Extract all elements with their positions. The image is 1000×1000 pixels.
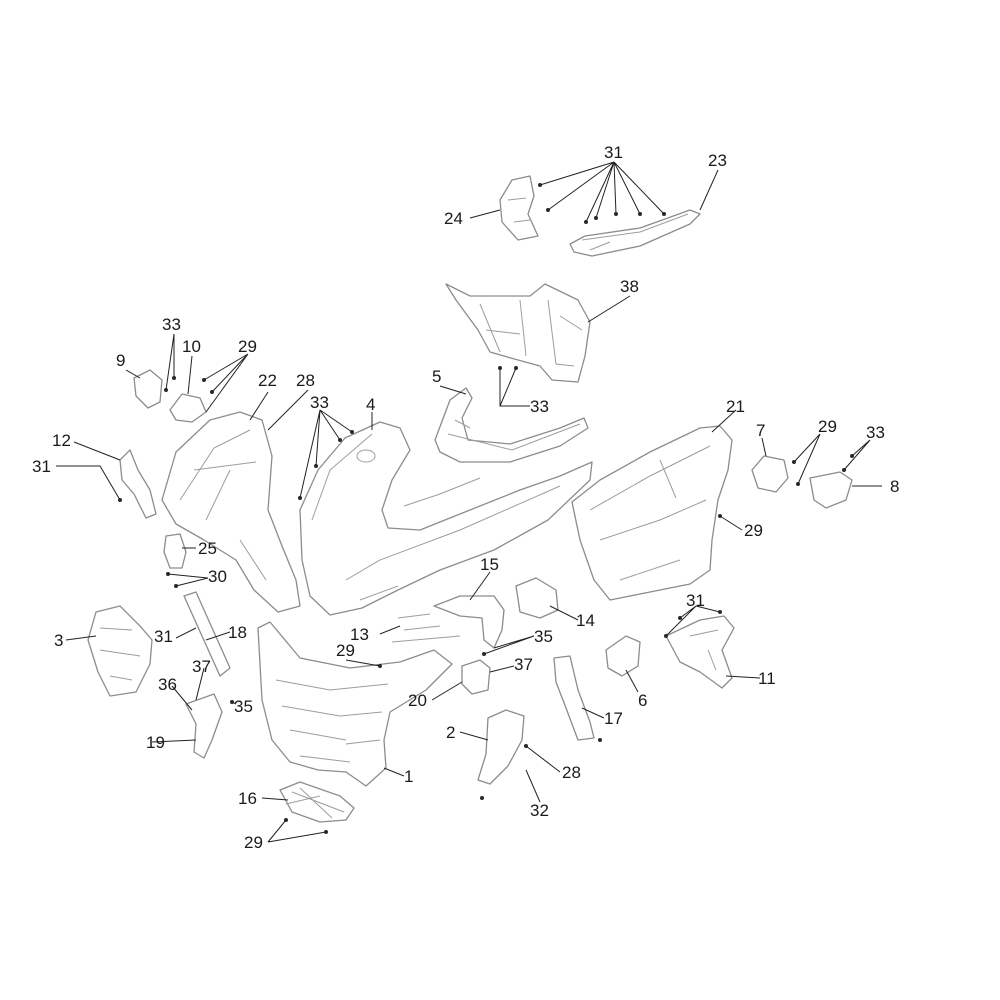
callout-33-top-left: 33: [162, 315, 181, 334]
callout-18: 18: [228, 623, 247, 642]
callout-38: 38: [620, 277, 639, 296]
callout-22: 22: [258, 371, 277, 390]
part-3-left-lower-side: [87, 605, 153, 697]
callout-25: 25: [198, 539, 217, 558]
callout-31-top: 31: [604, 143, 623, 162]
part-13-strips: [391, 613, 461, 643]
part-11-bracket: [665, 615, 735, 689]
callout-24: 24: [444, 209, 463, 228]
part-22-left-inner-panel: [161, 411, 301, 613]
callout-2: 2: [446, 723, 455, 742]
part-10-cover: [169, 393, 207, 423]
callout-36: 36: [158, 675, 177, 694]
callout-1: 1: [404, 767, 413, 786]
callout-21: 21: [726, 397, 745, 416]
part-6-cover: [605, 635, 641, 677]
part-16-grille: [279, 781, 355, 823]
part-20-connector: [461, 659, 491, 695]
part-23-rear-rail: [569, 209, 701, 257]
part-14-panel: [515, 577, 559, 619]
part-18-strip: [183, 591, 231, 677]
callout-37-left: 37: [192, 657, 211, 676]
callout-17: 17: [604, 709, 623, 728]
part-9-cover: [133, 369, 163, 409]
callout-4: 4: [366, 395, 375, 414]
callout-11: 11: [758, 669, 776, 688]
callout-19: 19: [146, 733, 165, 752]
part-19-lower-bracket: [185, 693, 223, 759]
callout-14: 14: [576, 611, 595, 630]
callout-35-right: 35: [534, 627, 553, 646]
callout-29-top-left: 29: [238, 337, 257, 356]
callout-20: 20: [408, 691, 427, 710]
callout-33-handlebar: 33: [530, 397, 549, 416]
callout-31-mid-left: 31: [154, 627, 173, 646]
callout-37-right: 37: [514, 655, 533, 674]
callout-10: 10: [182, 337, 201, 356]
callout-8: 8: [890, 477, 899, 496]
part-7-cover: [751, 455, 789, 493]
callout-31-left: 31: [32, 457, 51, 476]
callout-35-left: 35: [234, 697, 253, 716]
callout-3: 3: [54, 631, 63, 650]
part-15-duct: [433, 595, 505, 649]
part-17-bracket: [553, 655, 595, 741]
callout-32: 32: [530, 801, 549, 820]
callout-labels: 1 2 3 4 5 6 7 8 9 10 11 12 13 14 15 16 1…: [32, 143, 899, 852]
callout-9: 9: [116, 351, 125, 370]
part-12-bracket: [119, 449, 157, 519]
part-1-front-lower-assembly: [257, 621, 453, 787]
callout-29-right-top: 29: [818, 417, 837, 436]
callout-23: 23: [708, 151, 727, 170]
callout-28-top: 28: [296, 371, 315, 390]
callout-12: 12: [52, 431, 71, 450]
part-24-bracket: [499, 175, 539, 241]
part-8-cover: [809, 471, 853, 509]
callout-5: 5: [432, 367, 441, 386]
part-38-inner-shield: [445, 283, 591, 383]
callout-15: 15: [480, 555, 499, 574]
part-25-clip: [163, 533, 187, 569]
callout-29-right-mid: 29: [744, 521, 763, 540]
part-21-right-inner-panel: [571, 425, 733, 601]
callout-30: 30: [208, 567, 227, 586]
part-2-lower-trim: [477, 709, 525, 785]
callout-7: 7: [756, 421, 765, 440]
callout-31-right: 31: [686, 591, 705, 610]
part-5-handlebar-cover: [434, 387, 589, 463]
callout-13: 13: [350, 625, 369, 644]
callout-28-bottom: 28: [562, 763, 581, 782]
callout-16: 16: [238, 789, 257, 808]
leader-lines: [56, 161, 882, 843]
callout-29-bottom: 29: [244, 833, 263, 852]
callout-33-right: 33: [866, 423, 885, 442]
callout-6: 6: [638, 691, 647, 710]
callout-29-front: 29: [336, 641, 355, 660]
part-4-front-shield: [299, 421, 593, 616]
callout-33-shield: 33: [310, 393, 329, 412]
